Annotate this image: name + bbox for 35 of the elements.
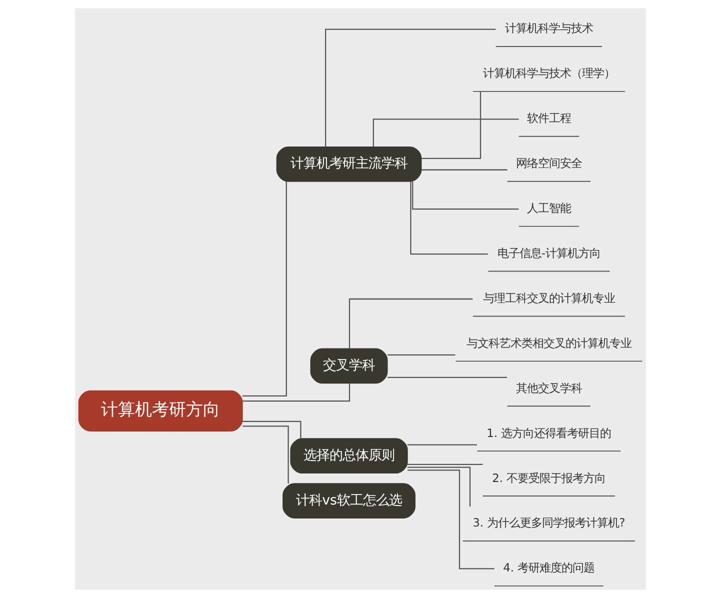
node-text: 1. 选方向还得看考研目的 xyxy=(486,426,611,440)
node-text: 电子信息-计算机方向 xyxy=(496,246,600,260)
node-text: 计算机科学与技术 xyxy=(504,21,592,36)
connector xyxy=(420,92,481,159)
node-text: 3. 为什么更多同学报考计算机? xyxy=(472,516,625,530)
node-box: 交叉学科 xyxy=(310,348,388,384)
connector xyxy=(406,466,470,507)
connector xyxy=(242,420,301,438)
node-text: 计算机科学与技术（理学） xyxy=(482,66,614,80)
node-text: 网络空间安全 xyxy=(515,156,582,170)
connector xyxy=(372,118,518,147)
connector xyxy=(410,181,488,255)
connector xyxy=(407,470,494,570)
connector xyxy=(348,298,472,349)
node-text: 软件工程 xyxy=(526,111,570,126)
node-text: 与文科艺术类相交叉的计算机专业 xyxy=(466,336,631,350)
connector xyxy=(387,354,455,356)
connector xyxy=(387,376,507,378)
node-text: 4. 考研难度的问题 xyxy=(502,560,594,575)
node-box: 计算机考研方向 xyxy=(78,390,242,432)
node-text: 2. 不要受限于报考方向 xyxy=(492,470,606,485)
connector xyxy=(406,444,476,446)
connector xyxy=(242,383,350,402)
connector xyxy=(420,169,507,170)
connector xyxy=(324,28,496,147)
node-box: 计算机考研主流学科 xyxy=(276,146,422,182)
connector xyxy=(406,464,482,466)
node-box: 选择的总体原则 xyxy=(290,438,408,474)
node-box: 计科vs软工怎么选 xyxy=(282,483,415,518)
node-text: 人工智能 xyxy=(526,201,570,216)
connector xyxy=(242,182,286,396)
connector xyxy=(412,181,518,210)
node-text: 与理工科交叉的计算机专业 xyxy=(482,290,614,305)
connector xyxy=(242,426,288,484)
node-text: 其他交叉学科 xyxy=(515,380,582,395)
